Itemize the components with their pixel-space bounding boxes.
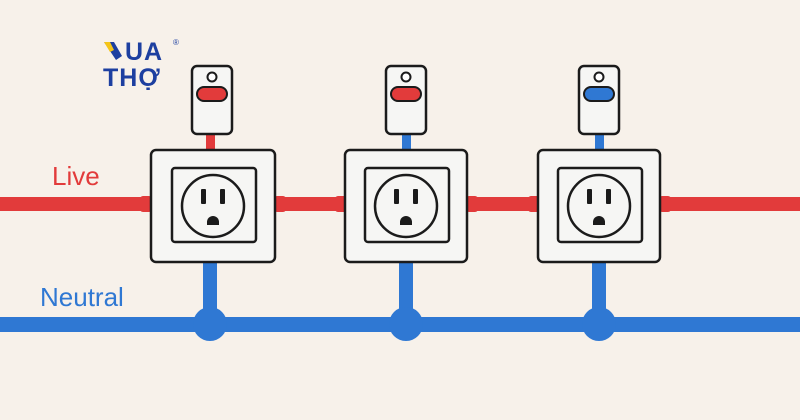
switch-wire-3 — [595, 135, 604, 154]
neutral-label: Neutral — [40, 282, 124, 312]
switch-indicator-1 — [196, 86, 228, 102]
switch-indicator-2 — [390, 86, 422, 102]
outlet-3[interactable] — [536, 148, 662, 264]
logo-registered-mark: ® — [173, 38, 179, 47]
live-tap-left-1 — [140, 196, 152, 212]
live-tap-right-1 — [274, 196, 286, 212]
logo-pencil-icon — [104, 42, 122, 60]
live-tap-right-3 — [659, 196, 671, 212]
outlet-2[interactable] — [343, 148, 469, 264]
neutral-junction-1 — [193, 307, 227, 341]
neutral-drop-3 — [592, 262, 606, 322]
live-tap-right-2 — [466, 196, 478, 212]
switch-2[interactable] — [384, 64, 428, 136]
switch-wire-2 — [402, 135, 411, 154]
neutral-drop-1 — [203, 262, 217, 322]
live-label: Live — [52, 161, 100, 191]
neutral-junction-2 — [389, 307, 423, 341]
switch-1[interactable] — [190, 64, 234, 136]
unit-2 — [335, 64, 478, 341]
brand-logo: UA ® THỢ — [103, 38, 193, 98]
logo-text-line1: UA — [125, 38, 164, 66]
logo-text-line2: THỢ — [103, 64, 161, 92]
unit-3 — [528, 64, 671, 341]
switch-indicator-3 — [583, 86, 615, 102]
neutral-drop-2 — [399, 262, 413, 322]
switch-3[interactable] — [577, 64, 621, 136]
unit-1 — [140, 64, 286, 341]
neutral-junction-3 — [582, 307, 616, 341]
switch-wire-1 — [206, 135, 215, 154]
outlet-1[interactable] — [149, 148, 277, 264]
